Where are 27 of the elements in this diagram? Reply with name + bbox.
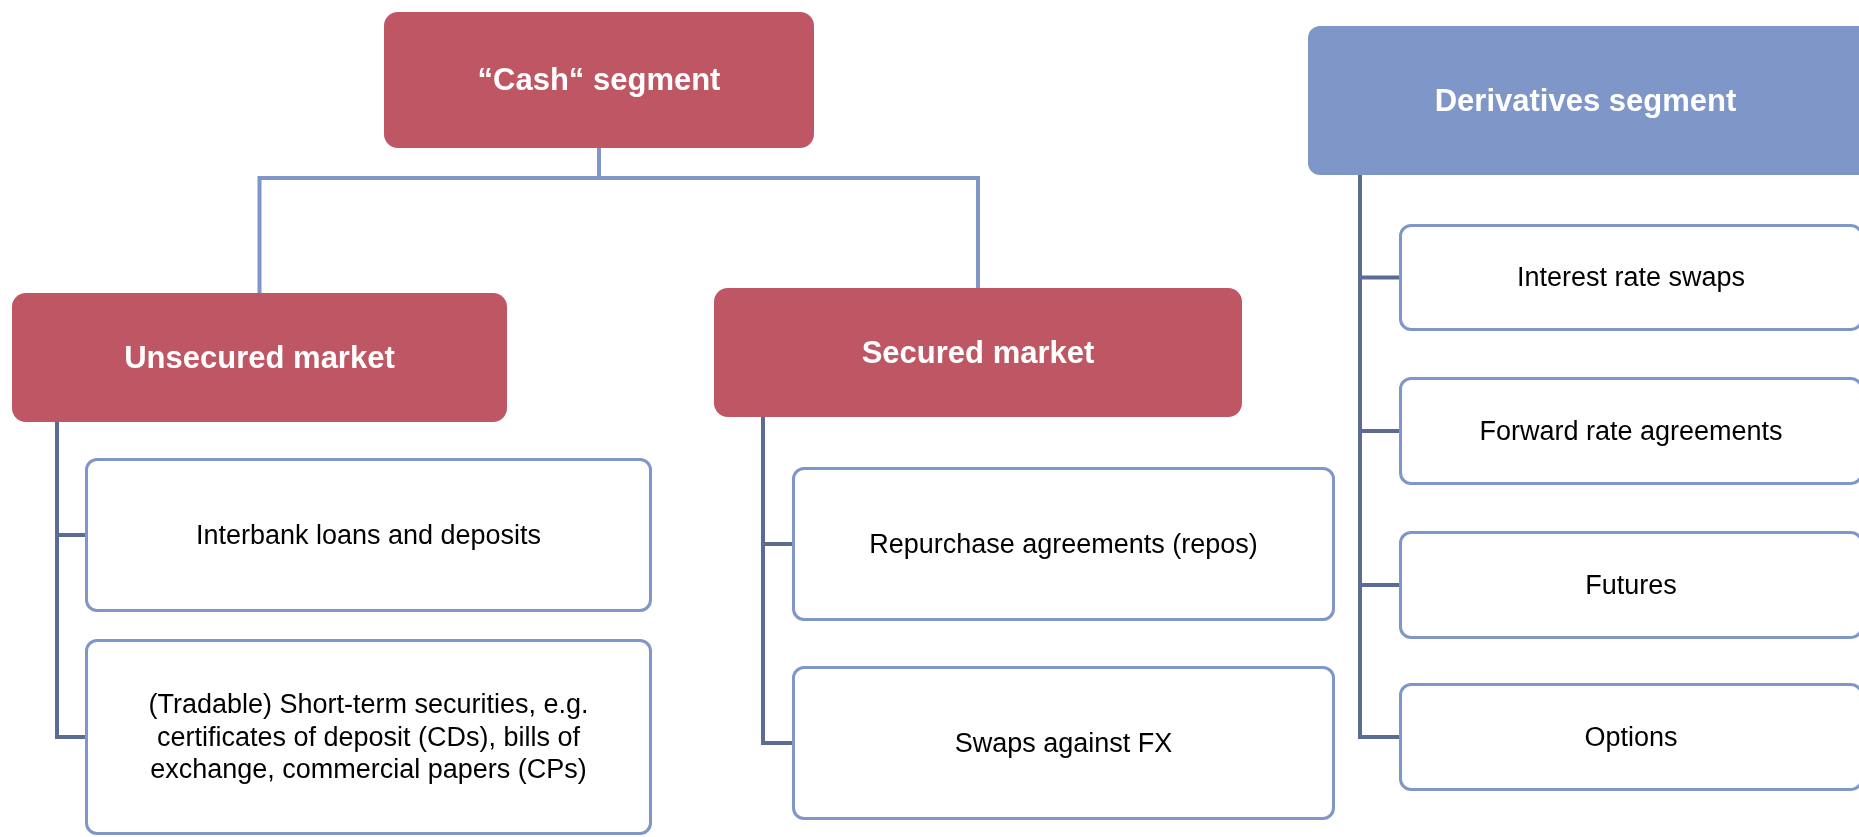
box-label: (Tradable) Short-term securities, e.g. certificates of deposit (CDs), bills of exchange, commercial papers (CPs) — [147, 688, 590, 786]
connector-line — [55, 422, 85, 739]
box-label: Forward rate agreements — [1479, 414, 1783, 448]
item-box — [85, 639, 652, 835]
connector-line — [761, 417, 792, 745]
box-label: Interest rate swaps — [1516, 261, 1746, 294]
item-box — [1399, 683, 1859, 791]
item-box — [792, 467, 1335, 621]
box-label: Unsecured market — [124, 339, 395, 376]
segment-box — [714, 288, 1242, 417]
box-label: Swaps against FX — [954, 726, 1173, 760]
item-box — [792, 666, 1335, 820]
box-label: Repurchase agreements (repos) — [869, 527, 1258, 561]
box-label: “Cash“ segment — [477, 62, 721, 98]
item-box — [1399, 224, 1859, 331]
item-box — [85, 458, 652, 612]
segment-box — [1308, 26, 1859, 175]
item-box — [1399, 531, 1859, 639]
box-label: Derivatives segment — [1434, 82, 1737, 119]
segment-box — [384, 12, 814, 148]
box-label: Options — [1584, 720, 1678, 754]
box-label: Futures — [1585, 568, 1677, 602]
box-label: Interbank loans and deposits — [195, 518, 542, 552]
connector-line — [597, 148, 980, 288]
item-box — [1399, 377, 1859, 485]
box-label: Secured market — [861, 334, 1095, 371]
segment-box — [12, 293, 507, 422]
